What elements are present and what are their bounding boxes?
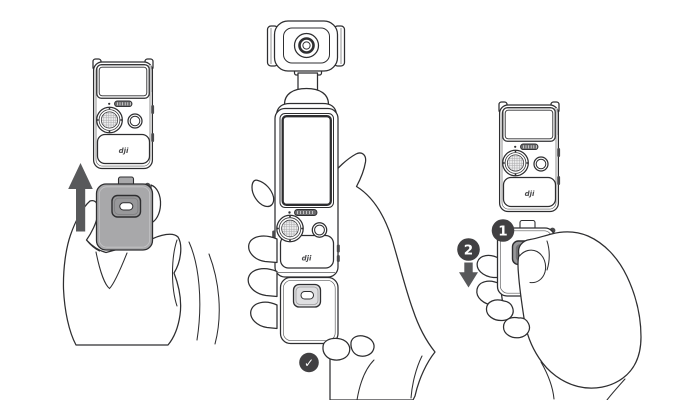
- handle-inner-line-mid: [282, 279, 336, 342]
- middle-knuckle-1: [248, 235, 278, 264]
- panel-assembled: dji: [247, 20, 436, 400]
- push-up-arrow-icon: [68, 163, 93, 232]
- screen-bezel: [281, 115, 332, 206]
- finger-v-crease: [95, 251, 128, 290]
- right-wrist-line-2: [606, 378, 626, 400]
- step-2-circle: [457, 238, 480, 261]
- middle-fingertip-1: [322, 337, 351, 361]
- right-curled-finger-2: [502, 316, 531, 339]
- panel-attach: [62, 58, 220, 346]
- indicator-dot-mid: [288, 211, 291, 214]
- step-1-circle: [491, 219, 515, 242]
- lens-aperture: [302, 41, 311, 50]
- dji-logo-mid: dji: [302, 255, 312, 263]
- middle-knuckle-3: [250, 301, 278, 330]
- release-button-inner-line: [114, 197, 139, 215]
- right-wrist-line-1: [540, 361, 555, 400]
- left-hand: [62, 199, 182, 346]
- step-1-number: 1: [498, 224, 507, 240]
- middle-thumb: [251, 179, 275, 208]
- release-button-inner-mid: [295, 286, 319, 305]
- battery-handle-left: [95, 176, 154, 251]
- camera-body-left: [92, 58, 155, 170]
- left-fingertip-behind: [150, 184, 162, 224]
- handle-inner-highlight: [98, 186, 151, 248]
- camera-head-face: [283, 27, 330, 64]
- camera-body-middle: dji: [272, 107, 340, 278]
- panel-detach: 1 2: [457, 101, 642, 400]
- right-hand: [517, 231, 642, 389]
- side-nub-right2-mid: [336, 255, 340, 262]
- right-curled-finger-1: [485, 299, 514, 322]
- line-art-root: dji: [62, 20, 642, 400]
- joystick-tick-n-mid: [289, 215, 291, 218]
- hand-side-line-3: [208, 253, 220, 345]
- index-knuckle-crease: [546, 240, 550, 271]
- shutter-button-inner-mid: [314, 224, 325, 236]
- step-2-number: 2: [464, 243, 473, 259]
- joystick-tick-w-mid: [277, 227, 279, 230]
- release-button-pill: [119, 202, 134, 211]
- thumb-crease: [85, 239, 101, 252]
- joystick-cap-mid: [281, 219, 299, 238]
- screen-outline: [279, 113, 334, 208]
- speaker-grille-slits-mid: [297, 211, 313, 214]
- check-badge: ✓: [299, 352, 319, 373]
- pull-down-arrow-icon: [459, 262, 478, 288]
- battery-handle-middle: [279, 276, 339, 345]
- middle-knuckle-2: [247, 268, 278, 298]
- camera-body-right: [498, 101, 561, 213]
- side-nub-left-mid: [272, 230, 276, 239]
- lens-barrel-ring: [298, 37, 315, 54]
- speaker-grille-mid: [294, 209, 318, 216]
- joystick-tick-s-mid: [289, 239, 291, 242]
- gimbal-camera-head: [266, 20, 346, 115]
- step-2-badge: 2: [457, 238, 480, 261]
- side-nub-right1-mid: [336, 244, 340, 253]
- check-icon: ✓: [304, 356, 314, 370]
- joystick-mid-ring-mid: [278, 217, 302, 240]
- hand-side-line-1: [172, 239, 178, 307]
- wrist-line-1: [356, 359, 375, 400]
- middle-fingertip-2: [350, 335, 375, 357]
- step-1-badge: 1: [491, 219, 515, 242]
- wrist-line-2: [410, 355, 423, 399]
- lower-face-panel-mid: [279, 234, 335, 269]
- release-button-pill-mid: [300, 291, 314, 300]
- hand-side-line-2: [188, 241, 201, 341]
- joystick-tick-e-mid: [301, 227, 303, 230]
- check-circle: [299, 352, 319, 373]
- index-fingertip-pad: [518, 249, 547, 284]
- right-finger-behind-1: [476, 254, 503, 279]
